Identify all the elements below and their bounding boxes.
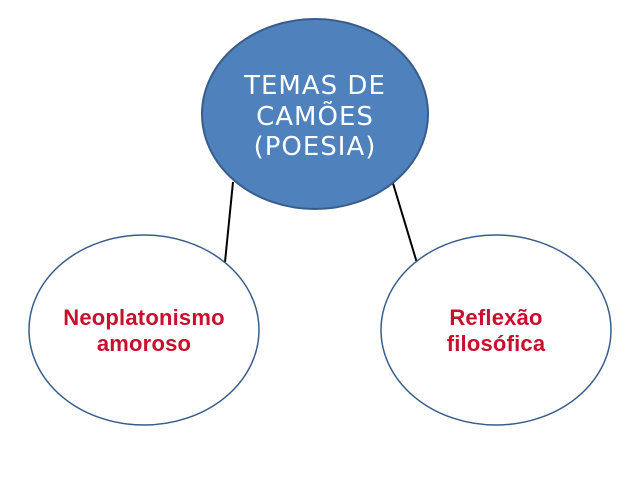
child-node-left <box>28 234 260 426</box>
root-label-line: (POESIA) <box>253 132 377 163</box>
child-left-label-line: Neoplatonismo <box>63 305 225 331</box>
child-left-label-line: amoroso <box>96 331 192 356</box>
root-label-line: TEMAS DE <box>244 70 386 101</box>
child-right-label-line: filosófica <box>446 331 546 356</box>
root-node <box>201 18 429 210</box>
connector-root-to-left <box>224 181 234 263</box>
child-node-right-label: Reflexão filosófica <box>384 298 608 364</box>
connector-root-to-right <box>391 179 418 264</box>
child-node-left-label: Neoplatonismo amoroso <box>32 298 256 364</box>
root-node-label: TEMAS DE CAMÕES (POESIA) <box>205 58 425 176</box>
root-label-line: CAMÕES <box>256 101 374 132</box>
child-right-label-line: Reflexão <box>449 305 543 331</box>
child-node-right <box>380 234 612 426</box>
